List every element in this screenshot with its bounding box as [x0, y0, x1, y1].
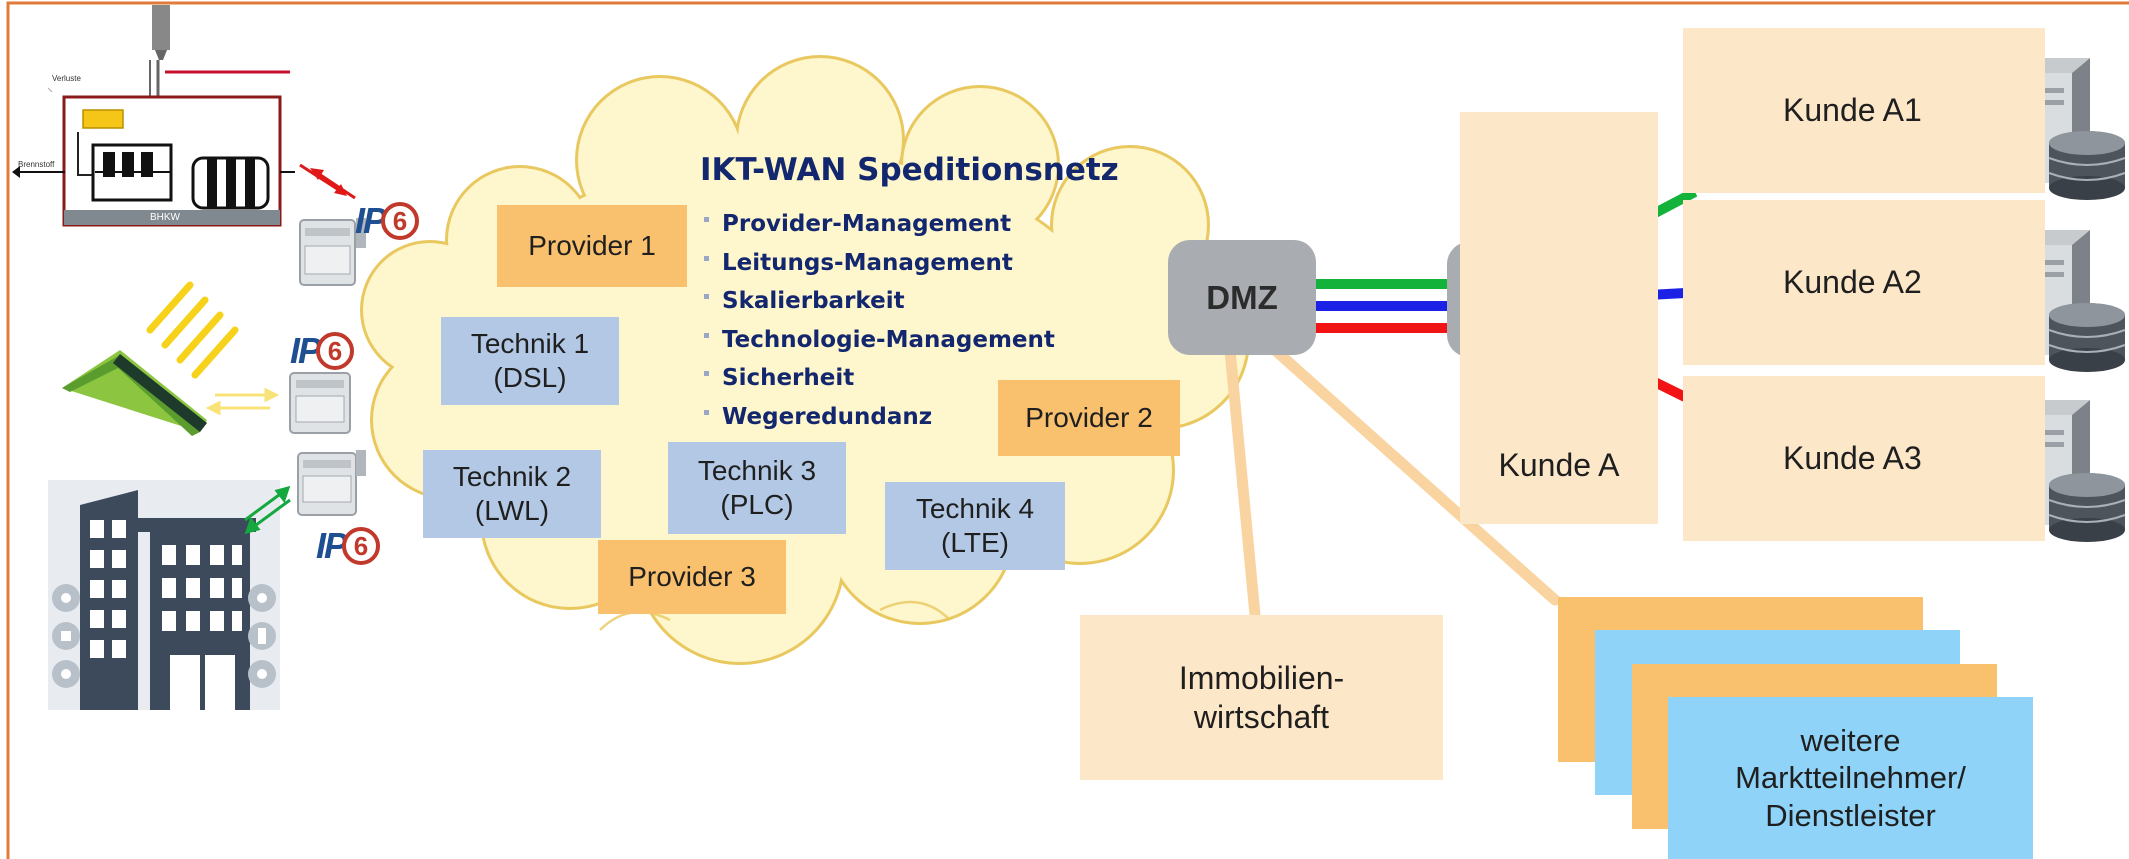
- immobilienwirtschaft-box: Immobilien- wirtschaft: [1080, 615, 1443, 780]
- ipv6-six-badge: 6: [381, 202, 420, 240]
- building-arrows: [244, 485, 291, 535]
- cloud-bullet-item: Sicherheit: [704, 359, 1055, 398]
- bhkw-arrows: [299, 163, 356, 200]
- ipv6-logo-bhkw: IP 6: [355, 200, 420, 242]
- bhkw-plant-icon: [12, 5, 295, 227]
- modem-device-icon-building: [297, 450, 366, 516]
- solar-panel-icon: [62, 281, 239, 436]
- bhkw-brennstoff-label: Brennstoff: [18, 160, 55, 169]
- kunde-a-group: Kunde A: [1460, 112, 1658, 524]
- provider-3-box: Provider 3: [598, 540, 786, 614]
- markt-teilnehmer-box: weitere Marktteilnehmer/ Dienstleister: [1668, 697, 2033, 859]
- technik-1-box: Technik 1 (DSL): [441, 317, 619, 405]
- dmz-dc-links: [1315, 279, 1450, 333]
- cloud-bullet-list: Provider-Management Leitungs-Management …: [704, 205, 1055, 436]
- ipv6-logo-solar: IP 6: [290, 330, 355, 372]
- office-building-icon: [48, 480, 280, 710]
- technik-4-box: Technik 4 (LTE): [885, 482, 1065, 570]
- cloud-bullet-item: Wegeredundanz: [704, 398, 1055, 437]
- technik-2-box: Technik 2 (LWL): [423, 450, 601, 538]
- bhkw-verluste-label: Verluste: [52, 74, 81, 83]
- diagram-frame: [6, 1, 2129, 859]
- cable-dmz-immobilien: [1224, 344, 1261, 621]
- solar-arrows: [205, 387, 280, 416]
- ipv6-six-badge: 6: [316, 332, 355, 370]
- dmz-cables: [1224, 344, 1561, 621]
- dmz-node: DMZ: [1168, 240, 1316, 355]
- ipv6-six-badge: 6: [342, 527, 381, 565]
- cloud-bullet-item: Technologie-Management: [704, 321, 1055, 360]
- kunde-a3-box: Kunde A3: [1683, 376, 2045, 541]
- modem-device-icon-bhkw: [299, 218, 366, 286]
- kunde-a1-box: Kunde A1: [1683, 28, 2045, 193]
- provider-2-box: Provider 2: [998, 380, 1180, 456]
- cloud-bullet-item: Provider-Management: [704, 205, 1055, 244]
- cloud-bullet-item: Skalierbarkeit: [704, 282, 1055, 321]
- bhkw-label: BHKW: [150, 212, 180, 223]
- modem-device-icon-solar: [289, 372, 351, 434]
- cloud-bullet-item: Leitungs-Management: [704, 244, 1055, 283]
- ipv6-logo-building: IP 6: [316, 525, 381, 567]
- technik-3-box: Technik 3 (PLC): [668, 442, 846, 534]
- kunde-a2-box: Kunde A2: [1683, 200, 2045, 365]
- cloud-title: IKT-WAN Speditionsnetz: [700, 152, 1119, 188]
- cable-dmz-markt: [1269, 344, 1561, 606]
- provider-1-box: Provider 1: [497, 205, 687, 287]
